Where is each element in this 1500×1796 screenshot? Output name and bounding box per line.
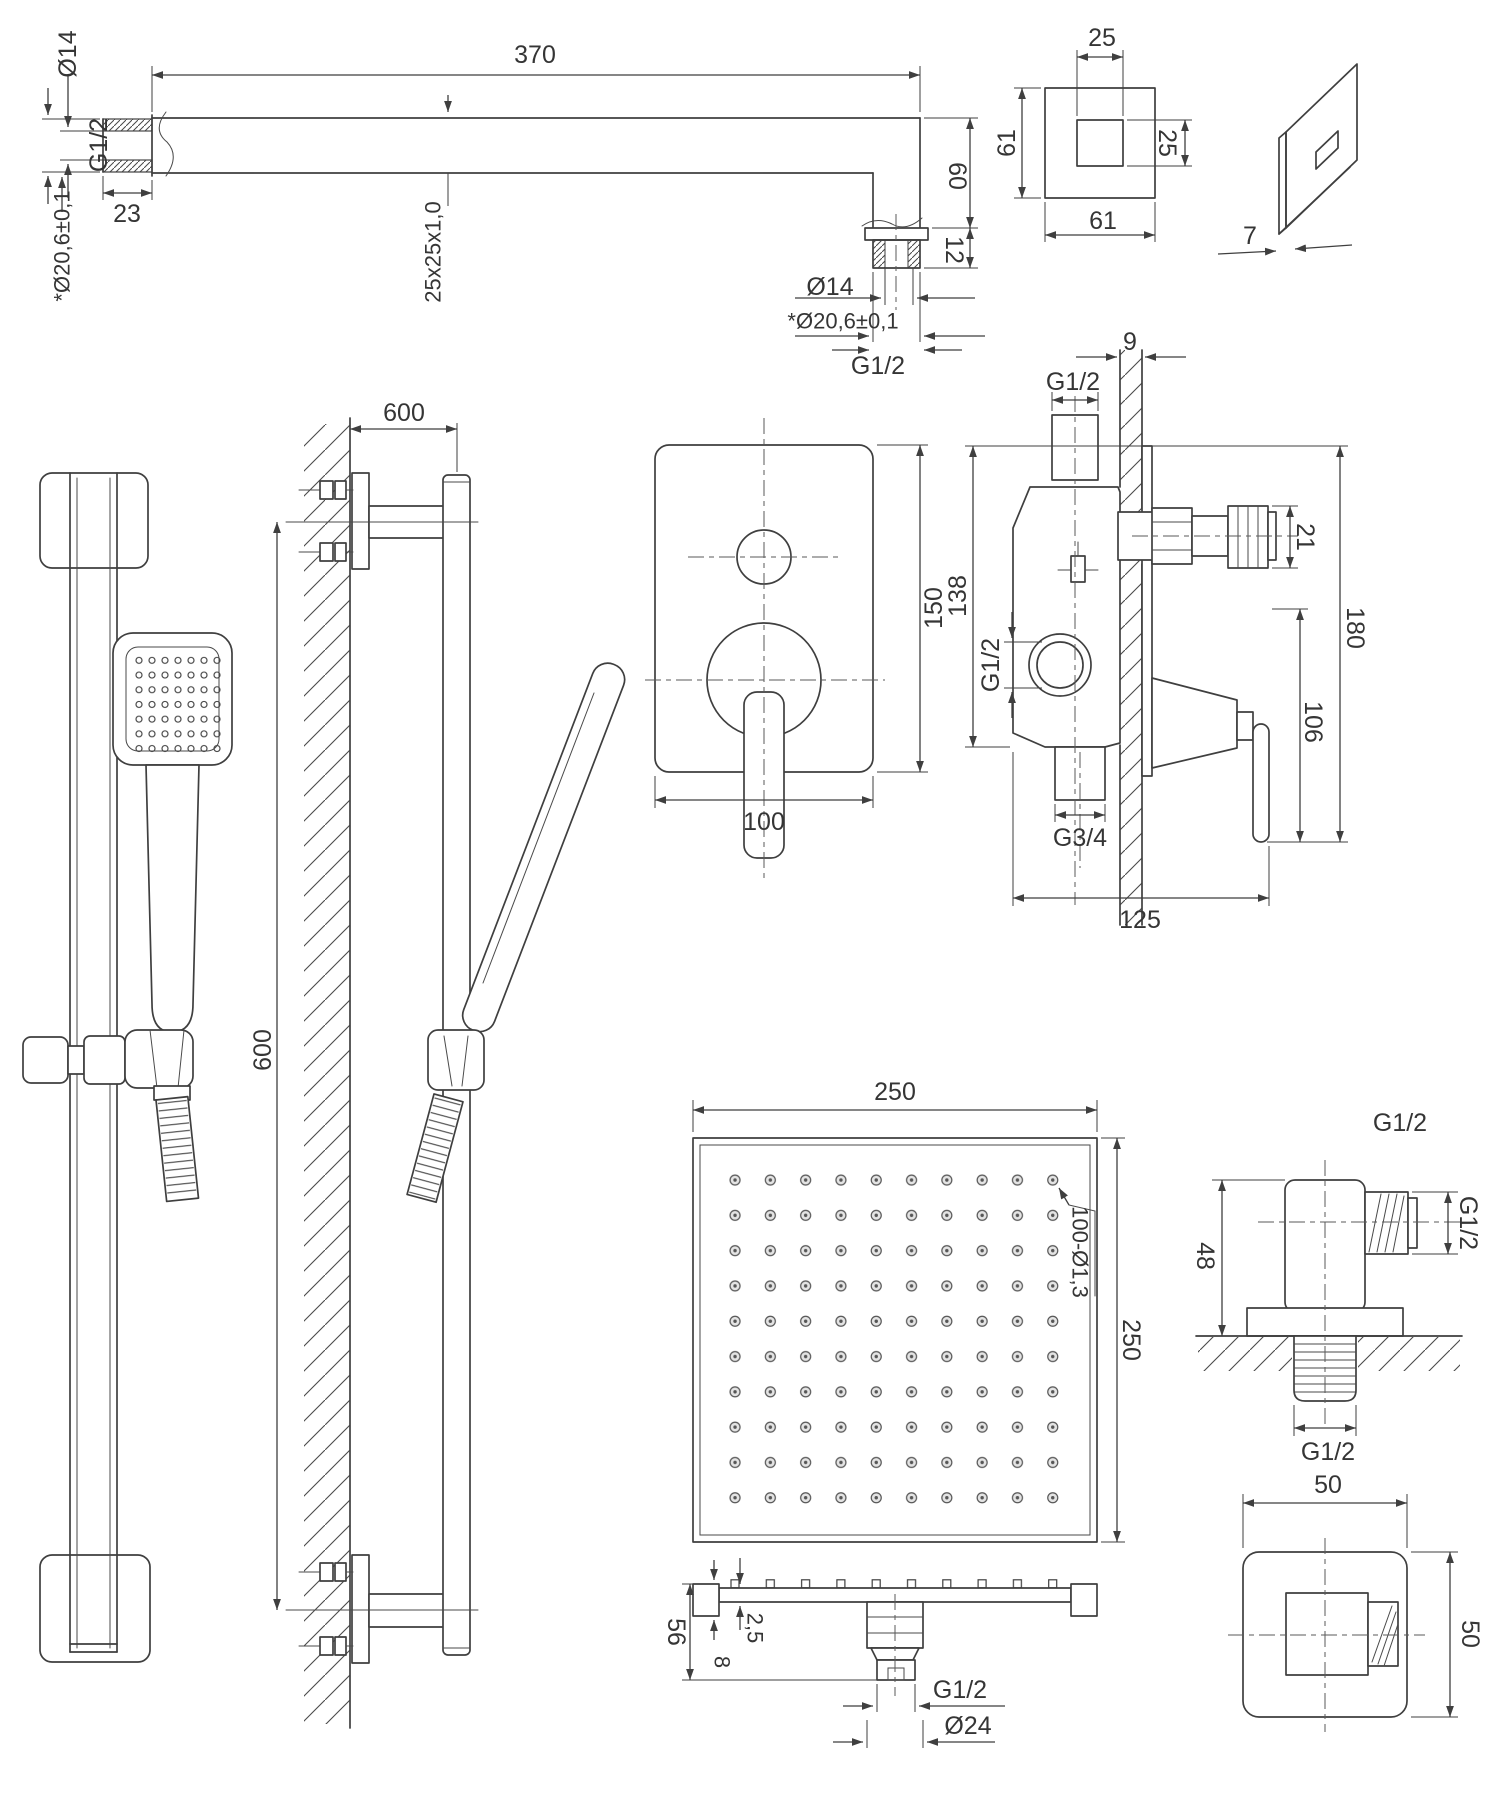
hose-side [406, 1093, 464, 1204]
dim-arm-bore: Ø14 [54, 30, 82, 77]
dim-total-width: 125 [1119, 906, 1161, 934]
dim-head-width: 250 [874, 1078, 916, 1106]
dim-plate-width: 61 [1089, 207, 1117, 235]
handle-lever-side [1252, 723, 1270, 843]
dim-arm-outlet-thread: G1/2 [851, 352, 905, 380]
bracket-screws [298, 480, 354, 1656]
dim-arm-outlet-bore: Ø14 [806, 273, 853, 301]
trim-plate-edge [1141, 445, 1153, 777]
side-port [1028, 633, 1092, 697]
dim-elbow-outlet-thread: G1/2 [1454, 1196, 1482, 1250]
plate-3d-hole [1315, 130, 1339, 170]
rain-head-top-view: 250 250 100-Ø1,3 [692, 1078, 1145, 1543]
dim-arm-length: 370 [514, 41, 556, 69]
dim-elbow-front-height: 50 [1456, 1620, 1484, 1648]
dim-elbow-front-width: 50 [1314, 1471, 1342, 1499]
dim-arm-nipple-length: 12 [940, 236, 968, 264]
dim-side-height: 56 [662, 1618, 690, 1646]
elbow-front-body [1285, 1592, 1369, 1676]
bar-bottom-bracket [39, 1554, 151, 1663]
dim-trim-width: 100 [743, 808, 785, 836]
dim-inlet-thread: G1/2 [1046, 368, 1100, 396]
dim-connector-dia: Ø24 [944, 1712, 991, 1740]
dim-outlet-thread: G3/4 [1053, 824, 1107, 852]
hand-shower-hose [155, 1095, 200, 1203]
wall-plate-view: 25 61 25 61 7 [993, 24, 1358, 256]
wall-hatch [304, 424, 350, 1724]
slide-bar-side-view: 600 600 [249, 399, 626, 1729]
shower-arm-view: 370 Ø14 G1/2 *Ø20,6±0,1 23 25x25x1,0 60 … [42, 30, 985, 380]
dim-wall-thickness: 9 [1123, 328, 1137, 356]
dim-rim-height: 8 [710, 1656, 735, 1668]
bar-top-bracket [39, 472, 149, 569]
dim-total-height: 180 [1341, 607, 1369, 649]
rain-head-face [692, 1137, 1098, 1543]
dim-arm-drop: 60 [943, 162, 971, 190]
break-line [158, 111, 174, 177]
valve-body [1012, 486, 1121, 748]
dim-plate-hole-width: 25 [1088, 24, 1116, 52]
dim-arm-tube-section: 25x25x1,0 [421, 201, 446, 303]
wall-elbow-front-view: 50 50 [1228, 1471, 1484, 1732]
dim-arm-outer-dia: *Ø20,6±0,1 [50, 190, 75, 301]
slide-bar-front-view [22, 472, 233, 1663]
dim-bar-wall-offset: 600 [383, 399, 425, 427]
dim-trim-height: 150 [920, 587, 948, 629]
dim-connector-thread: G1/2 [933, 1676, 987, 1704]
dim-head-height: 250 [1117, 1319, 1145, 1361]
dim-elbow-height: 48 [1191, 1242, 1219, 1270]
wall-hatch [1120, 350, 1142, 925]
dim-head-holes: 100-Ø1,3 [1068, 1206, 1093, 1298]
dim-body-height: 138 [944, 575, 972, 617]
holder-knob [22, 1036, 69, 1084]
elbow-title-thread: G1/2 [1373, 1109, 1427, 1137]
dim-plate-thickness: 7 [1243, 222, 1257, 250]
mixer-valve-side-view: 9 G1/2 21 138 G1/2 180 106 G3/4 125 [944, 328, 1369, 934]
dim-arm-thread: G1/2 [85, 118, 113, 172]
mixer-trim-front-view: 150 100 [645, 418, 948, 880]
dim-arm-outlet-outer-dia: *Ø20,6±0,1 [787, 309, 898, 334]
rain-head-nozzles [717, 1162, 1071, 1516]
dim-handle-height: 106 [1299, 701, 1327, 743]
break-line [861, 217, 923, 228]
dim-elbow-stub-thread: G1/2 [1301, 1438, 1355, 1466]
dim-spout-dia: 21 [1291, 523, 1319, 551]
hand-shower-nozzles [132, 653, 224, 756]
dim-plate-height: 61 [993, 129, 1021, 157]
wall-elbow-side-view: G1/2 48 G1/2 G1/2 [1191, 1109, 1482, 1466]
dim-plate-hole-height: 25 [1153, 129, 1181, 157]
connector-thread-stub [876, 1659, 916, 1681]
nozzle-edge-row [717, 1579, 1071, 1588]
elbow-front-thread [1367, 1601, 1399, 1667]
rain-head-side-view: 56 2,5 8 G1/2 Ø24 [662, 1558, 1098, 1748]
handle-cone [1151, 677, 1238, 769]
dim-port-thread: G1/2 [977, 638, 1005, 692]
dim-plate-thickness: 2,5 [743, 1613, 768, 1644]
dim-arm-thread-length: 23 [113, 200, 141, 228]
holder-side [427, 1029, 485, 1091]
dim-bar-length: 600 [249, 1029, 277, 1071]
hand-shower-handle [145, 764, 200, 1033]
